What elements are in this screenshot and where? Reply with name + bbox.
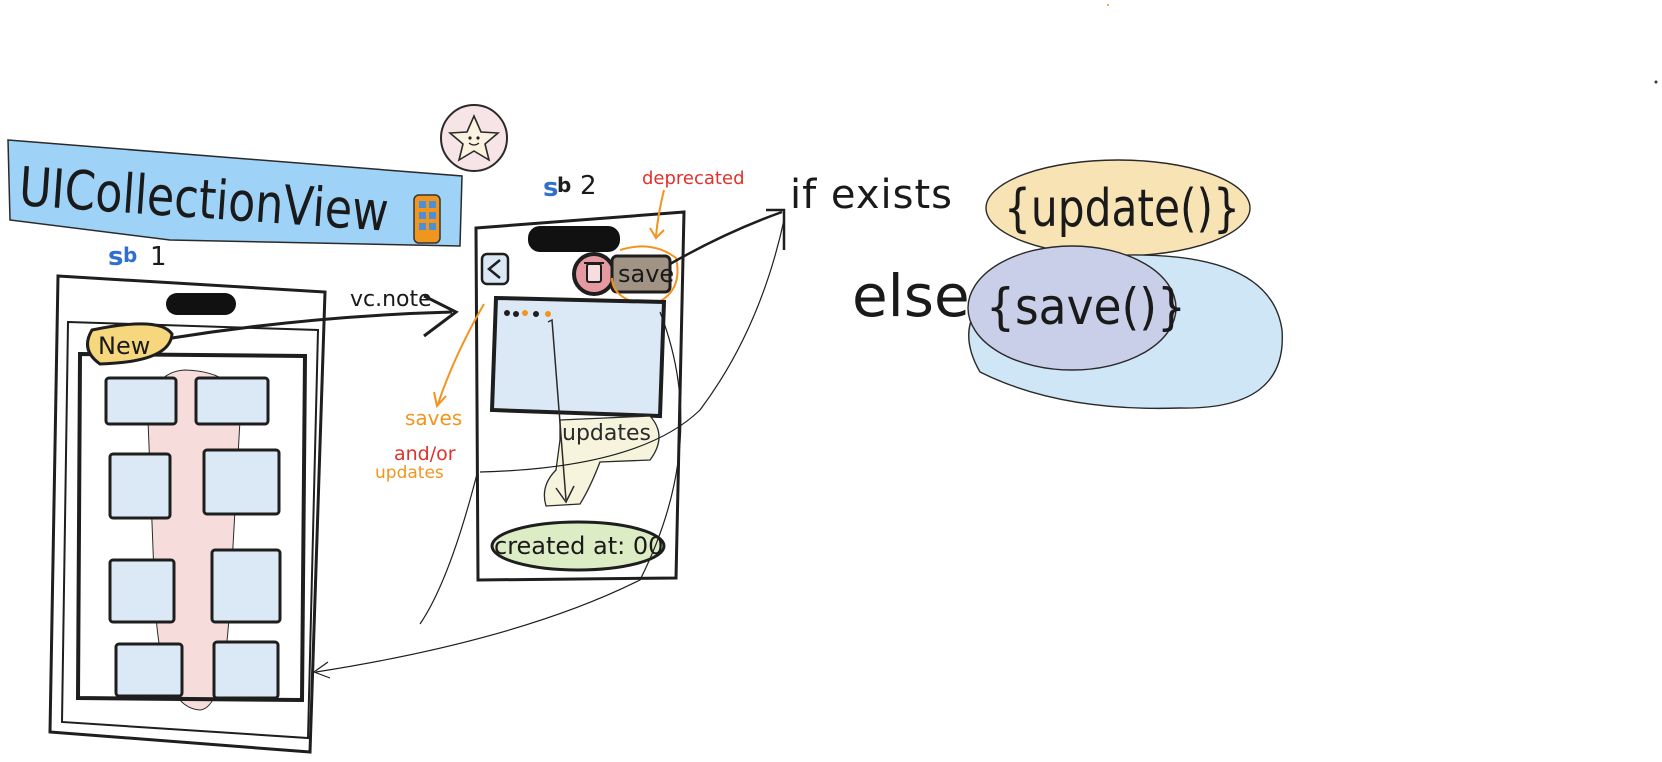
collection-cell[interactable] bbox=[108, 558, 176, 624]
and-or-label: and/or bbox=[394, 443, 456, 465]
back-button[interactable] bbox=[480, 252, 510, 286]
update-call-box: {update()} bbox=[985, 159, 1251, 257]
updates-label: updates bbox=[375, 463, 444, 483]
deprecated-label: deprecated bbox=[642, 168, 745, 189]
collection-cell[interactable] bbox=[194, 376, 270, 426]
else-label: else bbox=[852, 262, 970, 330]
screen2-notch bbox=[528, 226, 620, 252]
flow-arrows bbox=[312, 208, 786, 679]
collection-cell[interactable] bbox=[202, 448, 281, 516]
segue-label: vc.note bbox=[350, 287, 432, 312]
stray-dot bbox=[1654, 80, 1658, 84]
collection-cell[interactable] bbox=[114, 642, 184, 698]
if-exists-label: if exists bbox=[790, 172, 953, 218]
screen1-label-b: b bbox=[123, 243, 137, 267]
screen2-label-b: b bbox=[557, 173, 571, 197]
uicollectionview-banner: UICollectionView bbox=[7, 139, 463, 247]
update-call-label: {update()} bbox=[1004, 179, 1240, 239]
trash-button[interactable] bbox=[572, 252, 616, 296]
collection-cells bbox=[104, 376, 282, 700]
stray-dot bbox=[1107, 4, 1109, 6]
collection-cell[interactable] bbox=[210, 548, 282, 624]
note-text-area[interactable] bbox=[489, 295, 667, 419]
segue-arrow: vc.note bbox=[171, 287, 459, 340]
text-dots bbox=[504, 310, 551, 317]
screen1-label-s: s bbox=[108, 242, 123, 272]
new-button-label: New bbox=[98, 332, 150, 360]
save-button[interactable]: save bbox=[610, 245, 679, 308]
screen-1: s b 1 New bbox=[48, 242, 327, 754]
saves-label: saves bbox=[405, 406, 462, 430]
screen2-label-number: 2 bbox=[580, 171, 597, 201]
save-call-label: {save()} bbox=[986, 278, 1186, 336]
save-button-label: save bbox=[618, 260, 674, 288]
updates-note: updates bbox=[543, 318, 660, 507]
deprecated-annotation: deprecated bbox=[642, 168, 745, 240]
grid-app-icon bbox=[413, 194, 441, 244]
screen1-notch bbox=[166, 293, 236, 315]
screen2-label-s: s bbox=[543, 173, 558, 203]
created-at-label: created at: 00 bbox=[494, 532, 663, 560]
screen-2: s b 2 save updates bbox=[474, 171, 686, 582]
collection-cell[interactable] bbox=[108, 452, 172, 520]
created-at-label-box: created at: 00 bbox=[490, 520, 666, 572]
collection-cell[interactable] bbox=[212, 640, 280, 700]
new-button[interactable]: New bbox=[86, 322, 174, 366]
star-face-icon bbox=[440, 104, 508, 172]
chevron-left-icon bbox=[487, 259, 501, 279]
saves-annotation: saves and/or updates bbox=[375, 303, 485, 483]
screen1-label-number: 1 bbox=[150, 242, 167, 272]
trash-icon bbox=[586, 263, 602, 283]
updates-note-label: updates bbox=[562, 421, 651, 446]
logic-block: if exists {update()} else {save()} bbox=[790, 159, 1283, 410]
save-call-box: {save()} bbox=[967, 245, 1283, 410]
collection-cell[interactable] bbox=[104, 376, 178, 426]
